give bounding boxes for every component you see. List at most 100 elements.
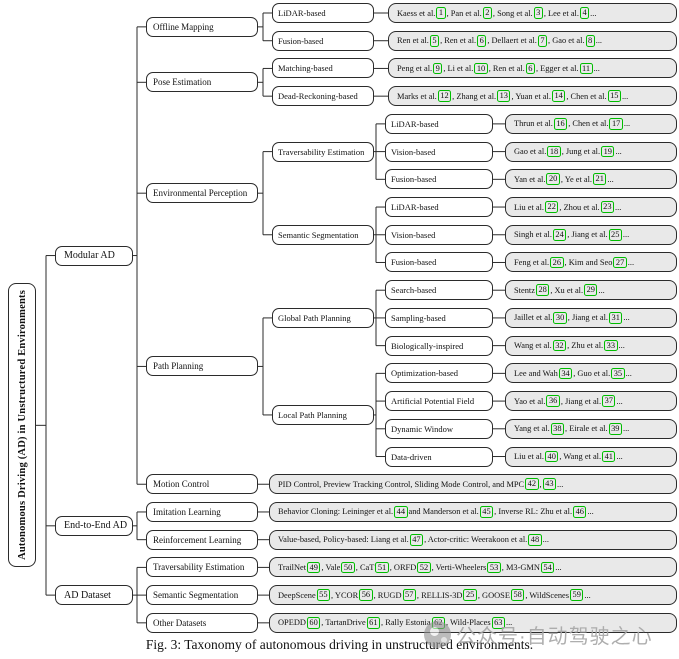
citation-row-imitation-learning: Behavior Cloning: Leininger et al. 44 an…	[269, 501, 677, 522]
node-offline-mapping: Offline Mapping	[146, 16, 258, 37]
citation-row-fusion-based: Yan et al. 20, Ye et al. 21...	[505, 169, 677, 190]
citation-link[interactable]: 18	[547, 145, 561, 158]
citation-link[interactable]: 62	[431, 617, 445, 629]
citation-link[interactable]: 58	[510, 589, 525, 601]
citation-link[interactable]: 22	[545, 201, 559, 213]
citation-link[interactable]: 13	[497, 90, 511, 102]
citation-link[interactable]: 6	[477, 34, 487, 47]
citation-row-traversability-estimation: TrailNet 49, Vale 50, CaT 51, ORFD 52, V…	[269, 557, 677, 578]
citation-link[interactable]: 14	[551, 90, 566, 102]
node-path-planning: Path Planning	[146, 356, 258, 377]
citation-link[interactable]: 29	[584, 284, 598, 297]
node-fusion-based: Fusion-based	[385, 252, 493, 273]
citation-row-fusion-based: Feng et al. 26, Kim and Seo 27...	[505, 252, 677, 273]
citation-row-search-based: Stentz 28, Xu et al. 29...	[505, 280, 677, 301]
citation-row-vision-based: Singh et al. 24, Jiang et al. 25...	[505, 224, 677, 245]
citation-row-semantic-segmentation: DeepScene 55, YCOR 56, RUGD 57, RELLIS-3…	[269, 585, 677, 606]
node-search-based: Search-based	[385, 280, 493, 301]
citation-link[interactable]: 12	[437, 90, 452, 102]
citation-link[interactable]: 41	[602, 450, 616, 463]
node-vision-based: Vision-based	[385, 141, 493, 162]
citation-link[interactable]: 21	[593, 173, 607, 186]
citation-link[interactable]: 36	[546, 395, 560, 407]
citation-link[interactable]: 48	[528, 533, 542, 546]
citation-row-lidar-based: Liu et al. 22, Zhou et al. 23...	[505, 197, 677, 218]
citation-link[interactable]: 59	[570, 589, 584, 601]
citation-row-optimization-based: Lee and Wah 34, Guo et al. 35...	[505, 363, 677, 384]
node-traversability-estimation: Traversability Estimation	[272, 141, 374, 162]
citation-link[interactable]: 20	[546, 173, 560, 186]
citation-link[interactable]: 23	[600, 201, 614, 213]
node-vision-based: Vision-based	[385, 224, 493, 245]
citation-link[interactable]: 33	[604, 339, 618, 352]
citation-link[interactable]: 16	[553, 118, 568, 130]
citation-link[interactable]: 63	[491, 617, 505, 629]
citation-link[interactable]: 37	[602, 395, 616, 407]
node-semantic-segmentation: Semantic Segmentation	[272, 224, 374, 245]
citation-link[interactable]: 50	[341, 561, 355, 574]
citation-link[interactable]: 9	[433, 62, 443, 75]
node-matching-based: Matching-based	[272, 58, 374, 79]
citation-link[interactable]: 49	[307, 561, 321, 574]
citation-link[interactable]: 7	[537, 34, 548, 47]
citation-link[interactable]: 60	[306, 617, 321, 629]
node-dynamic-window: Dynamic Window	[385, 418, 493, 439]
citation-link[interactable]: 61	[366, 617, 381, 629]
citation-link[interactable]: 38	[550, 422, 565, 435]
root-label: Autonomous Driving (AD) in Unstructured …	[16, 290, 28, 561]
citation-link[interactable]: 3	[533, 7, 543, 19]
citation-link[interactable]: 10	[474, 62, 488, 75]
node-lidar-based: LiDAR-based	[385, 113, 493, 134]
citation-link[interactable]: 25	[463, 589, 477, 601]
citation-link[interactable]: 19	[601, 145, 615, 158]
citation-link[interactable]: 44	[394, 506, 408, 518]
citation-link[interactable]: 1	[436, 7, 446, 19]
citation-link[interactable]: 4	[579, 7, 590, 19]
citation-link[interactable]: 27	[613, 256, 627, 269]
citation-row-lidar-based: Kaess et al. 1, Pan et al. 2, Song et al…	[388, 3, 677, 23]
citation-link[interactable]: 46	[573, 506, 587, 518]
citation-link[interactable]: 55	[316, 589, 331, 601]
node-reinforcement-learning: Reinforcement Learning	[146, 529, 258, 550]
citation-link[interactable]: 15	[607, 90, 621, 102]
citation-link[interactable]: 17	[609, 118, 623, 130]
citation-link[interactable]: 57	[402, 589, 416, 601]
citation-link[interactable]: 40	[545, 450, 559, 463]
citation-link[interactable]: 6	[525, 62, 535, 75]
node-motion-control: Motion Control	[146, 474, 258, 495]
citation-link[interactable]: 26	[550, 256, 564, 269]
citation-row-reinforcement-learning: Value-based, Policy-based: Liang et al. …	[269, 529, 677, 550]
citation-link[interactable]: 54	[540, 561, 555, 574]
citation-link[interactable]: 32	[552, 339, 567, 352]
citation-link[interactable]: 43	[542, 478, 556, 491]
citation-link[interactable]: 8	[585, 34, 595, 47]
node-global-path-planning: Global Path Planning	[272, 307, 374, 328]
citation-link[interactable]: 45	[479, 506, 494, 518]
node-fusion-based: Fusion-based	[272, 30, 374, 51]
citation-link[interactable]: 52	[417, 561, 431, 574]
citation-link[interactable]: 31	[609, 312, 623, 324]
citation-link[interactable]: 47	[409, 533, 424, 546]
citation-link[interactable]: 25	[608, 228, 622, 241]
citation-link[interactable]: 53	[487, 561, 501, 574]
citation-link[interactable]: 35	[611, 367, 625, 380]
citation-link[interactable]: 24	[552, 228, 567, 241]
citation-row-artificial-potential-field: Yao et al. 36, Jiang et al. 37...	[505, 391, 677, 412]
node-fusion-based: Fusion-based	[385, 169, 493, 190]
citation-link[interactable]: 51	[375, 561, 389, 574]
citation-link[interactable]: 30	[553, 312, 567, 324]
citation-link[interactable]: 5	[429, 34, 440, 47]
node-pose-estimation: Pose Estimation	[146, 72, 258, 93]
citation-link[interactable]: 39	[608, 422, 622, 435]
citation-link[interactable]: 28	[535, 284, 550, 297]
node-local-path-planning: Local Path Planning	[272, 404, 374, 425]
citation-link[interactable]: 34	[558, 367, 573, 380]
node-biologically-inspired: Biologically-inspired	[385, 335, 493, 356]
citation-link[interactable]: 42	[525, 478, 539, 491]
citation-link[interactable]: 56	[359, 589, 373, 601]
citation-link[interactable]: 11	[579, 62, 593, 75]
citation-row-vision-based: Gao et al. 18, Jung et al. 19...	[505, 141, 677, 162]
citation-link[interactable]: 2	[482, 7, 492, 19]
figure-caption: Fig. 3: Taxonomy of autonomous driving i…	[145, 637, 534, 652]
